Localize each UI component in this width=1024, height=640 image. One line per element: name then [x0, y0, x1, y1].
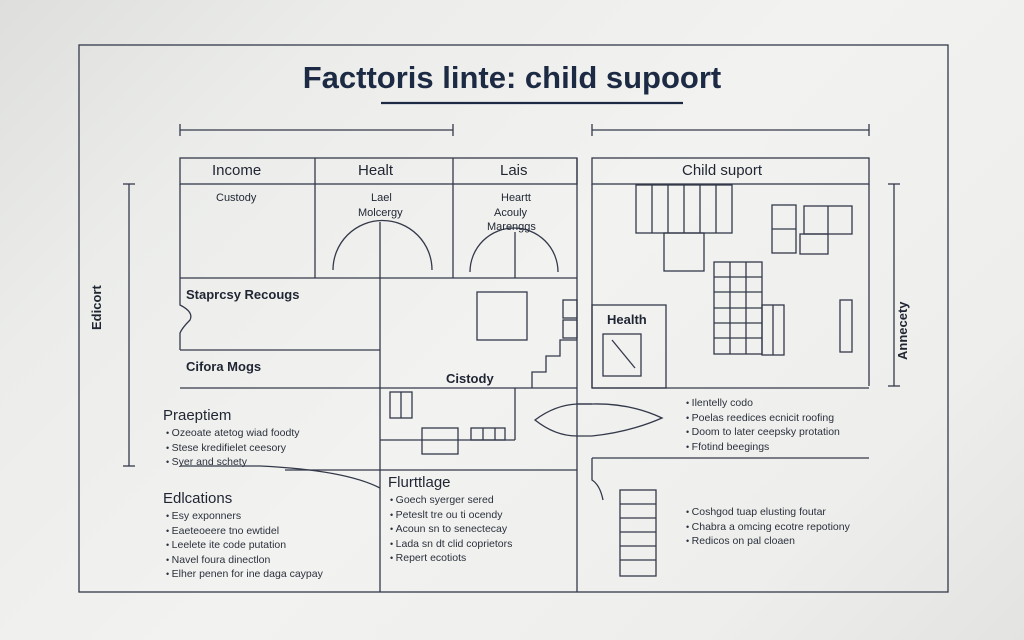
list-item: Leelete ite code putation — [166, 538, 323, 553]
room-label-custody: Custody — [216, 192, 257, 204]
list-item: Lada sn dt clid coprietors — [390, 537, 513, 552]
room-label-marenggs: Marenggs — [487, 221, 536, 233]
section-heading-praeptiem: Praeptiem — [163, 407, 232, 424]
list-item: Esy exponners — [166, 509, 323, 524]
list-item: Elher penen for ine daga caypay — [166, 567, 323, 582]
list-item: Syer and schety — [166, 455, 300, 470]
list-item: Eaeteoeere tno ewtidel — [166, 524, 323, 539]
list-item: Ozeoate atetog wiad foodty — [166, 426, 300, 441]
list-item: Ffotind beegings — [686, 440, 840, 455]
right-mid-list: Ilentelly codo Poelas reedices ecnicit r… — [686, 396, 840, 454]
room-label-staprcsy: Staprcsy Recougs — [186, 287, 300, 302]
list-item: Poelas reedices ecnicit roofing — [686, 411, 840, 426]
list-item: Repert ecotiots — [390, 551, 512, 566]
diagram-title: Facttoris linte: child supoort — [302, 60, 722, 95]
list-item: Doom to later ceepsky protation — [686, 425, 840, 440]
corridor-oval — [533, 403, 664, 437]
side-label-right: Annecety — [895, 301, 910, 360]
section-heading-flurttlage: Flurttlage — [388, 474, 451, 491]
outer-border — [78, 44, 949, 593]
header-child-support: Child suport — [682, 162, 763, 179]
room-label-heartt: Heartt — [501, 192, 531, 204]
header-health: Healt — [358, 162, 394, 179]
list-item: Ilentelly codo — [686, 396, 840, 411]
flurttlage-list: Goech syerger sered Peteslt tre ou ti oc… — [390, 493, 513, 566]
list-item: Acoun sn to senectecay — [390, 522, 512, 537]
right-block — [591, 157, 870, 185]
section-heading-edlcations: Edlcations — [163, 490, 233, 507]
room-label-molcergy: Molcergy — [358, 207, 403, 219]
room-label-cistody: Cistody — [446, 371, 494, 386]
arch-door-left — [332, 219, 433, 271]
header-income: Income — [212, 162, 262, 179]
room-label-lael: Lael — [371, 192, 392, 204]
header-lais: Lais — [500, 162, 528, 179]
arch-door-right — [469, 227, 559, 273]
list-item: Coshgod tuap elusting foutar — [686, 505, 850, 520]
list-item: Goech syerger sered — [390, 493, 512, 508]
praeptiem-list: Ozeoate atetog wiad foodty Stese kredifi… — [166, 426, 300, 470]
stairs-left — [531, 339, 577, 388]
room-label-cifora: Cifora Mogs — [186, 359, 262, 374]
list-item: Redicos on pal cloaen — [686, 534, 850, 549]
list-item: Peteslt tre ou ti ocendy — [390, 508, 512, 523]
right-low-list: Coshgod tuap elusting foutar Chabra a om… — [686, 505, 850, 549]
room-label-health: Health — [607, 312, 647, 327]
list-item: Chabra a omcing ecotre repotiony — [686, 520, 850, 535]
side-label-left: Edicort — [89, 285, 104, 330]
room-label-acouly: Acouly — [494, 207, 528, 219]
list-item: Navel foura dinectlon — [166, 553, 323, 568]
list-item: Stese kredifielet ceesory — [166, 441, 300, 456]
edlcations-list: Esy exponners Eaeteoeere tno ewtidel Lee… — [166, 509, 323, 582]
